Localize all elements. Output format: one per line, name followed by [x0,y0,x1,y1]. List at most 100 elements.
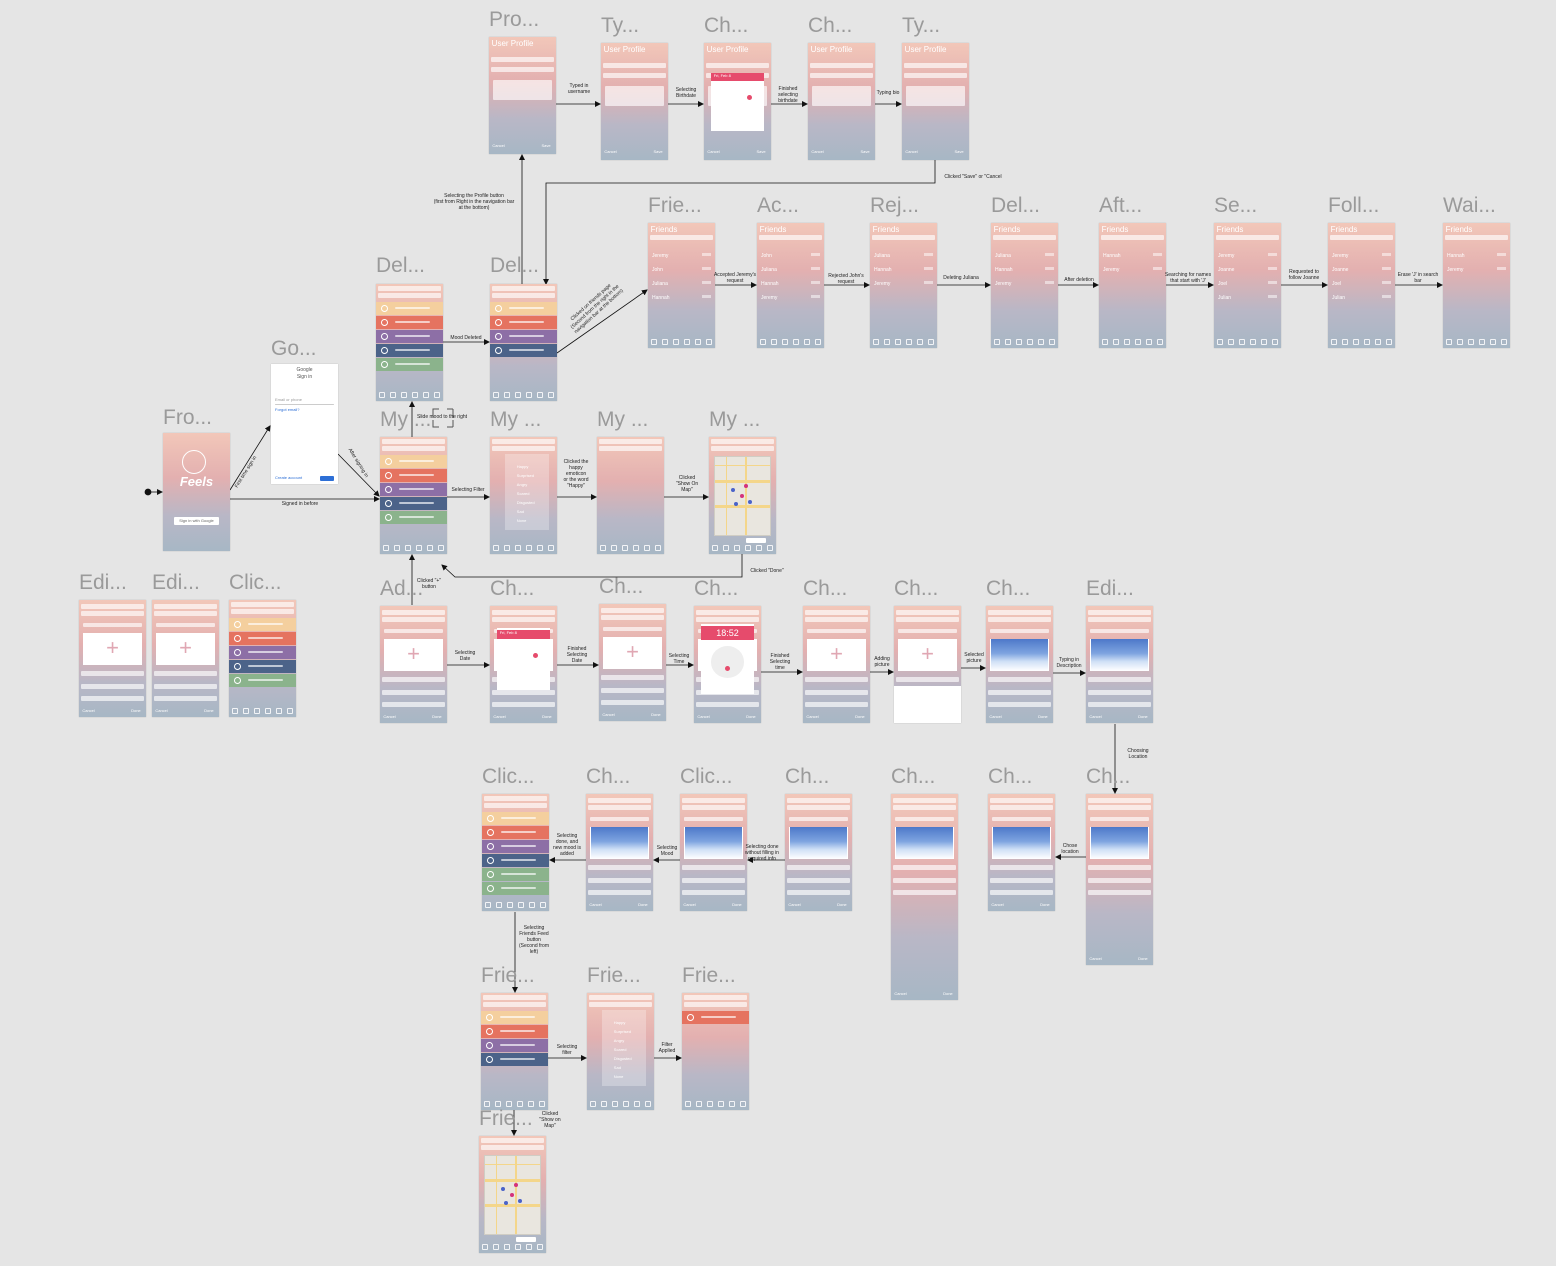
mood-event-row[interactable] [482,840,549,853]
friend-action-button[interactable] [1267,253,1277,256]
cancel-button[interactable]: Cancel [383,714,396,719]
cancel-button[interactable]: Cancel [806,714,819,719]
friend-name[interactable]: Hannah [652,295,670,301]
done-button[interactable]: Done [943,991,953,996]
profile-icon[interactable] [740,1101,747,1107]
friends-feed-icon[interactable] [494,1101,501,1107]
location-field[interactable] [1088,702,1151,707]
cancel-button[interactable]: Cancel [155,708,168,713]
description-input[interactable] [988,677,1051,682]
location-field[interactable] [787,890,850,895]
filter-option[interactable]: Happy [516,464,529,469]
picture-box[interactable] [603,637,662,669]
friends-icon[interactable] [634,1101,641,1107]
done-button[interactable]: Done [432,714,442,719]
friend-name[interactable]: Hannah [874,267,892,273]
description-input[interactable] [893,865,956,870]
cancel-button[interactable]: Cancel [492,143,505,148]
profile-icon[interactable] [1501,339,1508,345]
profile-icon[interactable] [540,902,547,908]
description-input[interactable] [682,865,745,870]
description-input[interactable] [1088,677,1151,682]
search-bar[interactable] [684,995,747,1000]
save-button[interactable]: Save [653,149,663,154]
description-input[interactable] [154,671,217,676]
reason-input[interactable] [81,604,144,609]
mood-list-icon[interactable] [483,1101,490,1107]
friend-action-button[interactable] [1267,281,1277,284]
map-icon[interactable] [518,902,525,908]
mood-list-icon[interactable] [872,339,879,345]
map-pin[interactable] [739,494,744,499]
done-button[interactable]: Done [131,708,141,713]
username-input[interactable] [904,63,967,68]
friends-icon[interactable] [276,708,283,714]
mood-event-row[interactable] [481,1039,548,1052]
add-icon[interactable] [505,1101,512,1107]
mood-event-row[interactable] [490,316,557,329]
situation-select[interactable] [588,878,651,883]
picture-box[interactable] [807,639,866,671]
mood-list-icon[interactable] [711,545,718,551]
done-button[interactable]: Done [638,902,648,907]
reason-input[interactable] [990,798,1053,803]
friend-name[interactable]: Julian [1218,295,1232,301]
friend-action-button[interactable] [701,295,711,298]
friend-name[interactable]: Joel [1218,281,1228,287]
done-button[interactable]: Done [651,712,661,717]
add-icon[interactable] [514,392,521,398]
profile-icon[interactable] [438,545,445,551]
location-field[interactable] [1088,890,1151,895]
location-field[interactable] [154,696,217,701]
username-input[interactable] [810,63,873,68]
mood-event-row[interactable] [376,316,443,329]
picture-box[interactable] [898,639,957,671]
mood-select[interactable] [990,805,1053,810]
reason-input[interactable] [805,610,868,615]
profile-icon[interactable] [548,545,555,551]
friend-action-button[interactable] [923,267,933,270]
add-icon[interactable] [672,339,679,345]
social-situation-tabs[interactable] [83,623,142,627]
description-input[interactable] [81,671,144,676]
profile-icon[interactable] [706,339,713,345]
filter-dropdown[interactable] [504,454,549,530]
search-bar[interactable] [599,439,662,444]
situation-select[interactable] [990,878,1053,883]
cancel-button[interactable]: Cancel [1089,714,1102,719]
map-icon[interactable] [684,339,691,345]
map-pin[interactable] [743,484,748,489]
friends-feed-icon[interactable] [242,708,249,714]
map-icon[interactable] [1135,339,1142,345]
mood-list-icon[interactable] [599,545,606,551]
friend-name[interactable]: Julian [1332,295,1346,301]
friends-icon[interactable] [1490,339,1497,345]
reason-input[interactable] [682,798,745,803]
situation-select[interactable] [1088,878,1151,883]
location-field[interactable] [805,702,868,707]
friends-feed-icon[interactable] [883,339,890,345]
friend-action-button[interactable] [701,267,711,270]
bio-input[interactable] [493,80,552,100]
next-button[interactable] [319,476,334,481]
add-icon[interactable] [1015,339,1022,345]
mood-select[interactable] [787,805,850,810]
filter-option[interactable]: Sad [613,1065,621,1070]
friends-feed-icon[interactable] [503,392,510,398]
social-situation-tabs[interactable] [990,629,1049,633]
friend-name[interactable]: John [652,267,663,273]
cancel-button[interactable]: Cancel [604,149,617,154]
cancel-button[interactable]: Cancel [697,714,710,719]
add-icon[interactable] [503,1244,510,1250]
mood-event-row[interactable] [482,854,549,867]
mood-event-row[interactable] [380,511,447,524]
description-input[interactable] [787,865,850,870]
mood-select[interactable] [492,617,555,622]
done-button[interactable] [745,538,766,543]
filter-option[interactable]: Scared [516,491,530,496]
map-pin[interactable] [734,502,739,507]
friends-feed-icon[interactable] [1456,339,1463,345]
done-button[interactable]: Done [204,708,214,713]
location-field[interactable] [492,702,555,707]
reason-input[interactable] [1088,610,1151,615]
